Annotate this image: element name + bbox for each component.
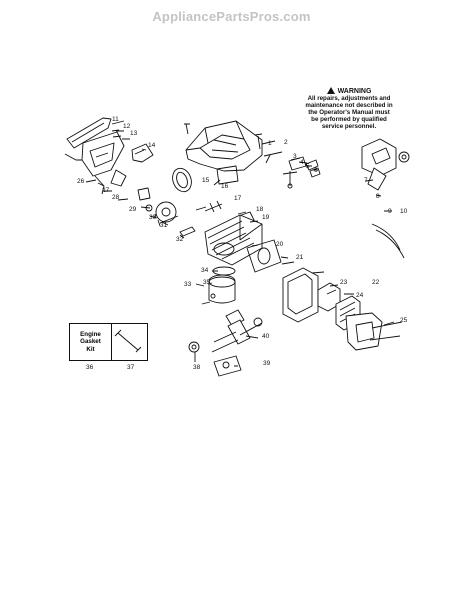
pulley-30	[155, 201, 177, 223]
callout-36: 36	[86, 364, 94, 371]
wire-10	[371, 223, 405, 259]
callout-13: 13	[130, 130, 138, 137]
kit-line: Kit	[86, 345, 95, 353]
warning-line: service personnel.	[321, 123, 377, 131]
callout-3: 3	[293, 153, 297, 160]
callout-25: 25	[400, 317, 408, 324]
fitting-28	[137, 187, 151, 201]
callout-30: 30	[149, 214, 157, 221]
callout-19: 19	[262, 214, 270, 221]
callout-16: 16	[221, 183, 229, 190]
warning-notice: WARNING All repairs, adjustments and mai…	[296, 87, 402, 131]
tool-box	[111, 323, 148, 361]
callout-29: 29	[129, 206, 137, 213]
callout-9: 9	[388, 208, 392, 215]
callout-12: 12	[123, 123, 131, 130]
engine-gasket-kit-box: Engine Gasket Kit	[69, 323, 112, 361]
ignition-module	[361, 138, 410, 191]
callout-32: 32	[176, 236, 184, 243]
callout-4: 4	[300, 159, 304, 166]
watermark: AppliancePartsPros.com	[152, 9, 311, 24]
warning-triangle-icon	[326, 87, 335, 94]
callout-28: 28	[112, 194, 120, 201]
callout-27: 27	[102, 187, 110, 194]
tool-37	[114, 329, 142, 353]
callout-26: 26	[77, 178, 85, 185]
cylinder	[204, 214, 263, 266]
cylinder-cover	[185, 120, 263, 172]
callout-2: 2	[284, 139, 288, 146]
warning-line: All repairs, adjustments and	[307, 95, 391, 103]
callout-39: 39	[263, 360, 271, 367]
bearing-38	[188, 341, 200, 353]
callout-21: 21	[296, 254, 304, 261]
muffler	[282, 267, 383, 351]
callout-24: 24	[356, 292, 364, 299]
callout-6: 6	[314, 167, 318, 174]
callout-18: 18	[256, 206, 264, 213]
warning-line: the Operator's Manual must	[308, 109, 390, 117]
spark-plug-17	[204, 200, 223, 213]
piston	[208, 282, 236, 304]
crankshaft	[211, 309, 263, 353]
warning-title: WARNING	[337, 88, 372, 95]
stud-32	[179, 226, 196, 237]
decal-16	[216, 165, 239, 185]
callout-33: 33	[184, 281, 192, 288]
callout-40: 40	[262, 333, 270, 340]
callout-15: 15	[202, 177, 210, 184]
cover-screw	[184, 123, 190, 135]
callout-1: 1	[268, 140, 272, 147]
callout-23: 23	[340, 279, 348, 286]
callout-17: 17	[234, 195, 242, 202]
kit-line: Gasket	[80, 338, 101, 346]
screw-1	[254, 133, 263, 150]
gasket-20	[246, 239, 282, 273]
callout-35: 35	[203, 279, 211, 286]
callout-5: 5	[306, 163, 310, 170]
callout-10: 10	[400, 208, 408, 215]
callout-7: 7	[364, 177, 368, 184]
clip-6	[309, 167, 321, 178]
callout-37: 37	[127, 364, 135, 371]
muffler-bolts	[369, 321, 403, 341]
warning-line: be performed by qualified	[311, 116, 387, 124]
callout-31: 31	[160, 222, 168, 229]
callout-8: 8	[376, 193, 380, 200]
part-39	[213, 355, 242, 377]
callout-38: 38	[193, 364, 201, 371]
intake-boot	[172, 167, 192, 193]
warning-line: maintenance not described in	[305, 102, 393, 110]
handle-assembly	[64, 117, 154, 195]
callout-11: 11	[112, 116, 119, 123]
kit-line: Engine	[80, 330, 101, 338]
screw-31	[157, 215, 179, 227]
callout-20: 20	[276, 241, 284, 248]
callout-14: 14	[148, 142, 156, 149]
callout-34: 34	[201, 267, 209, 274]
callout-22: 22	[372, 279, 380, 286]
